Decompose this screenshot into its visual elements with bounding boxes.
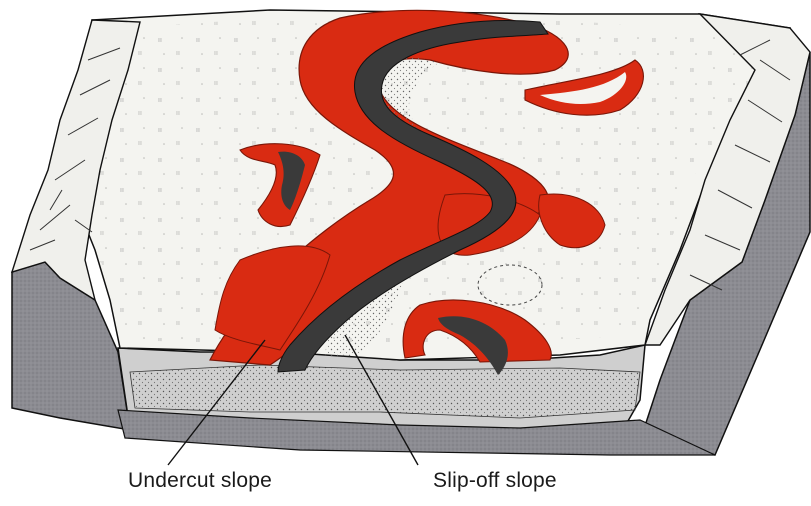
undercut-slope-label: Undercut slope [128,469,272,493]
slip-off-slope-label: Slip-off slope [433,469,557,493]
front-sediment-layer [130,365,640,418]
